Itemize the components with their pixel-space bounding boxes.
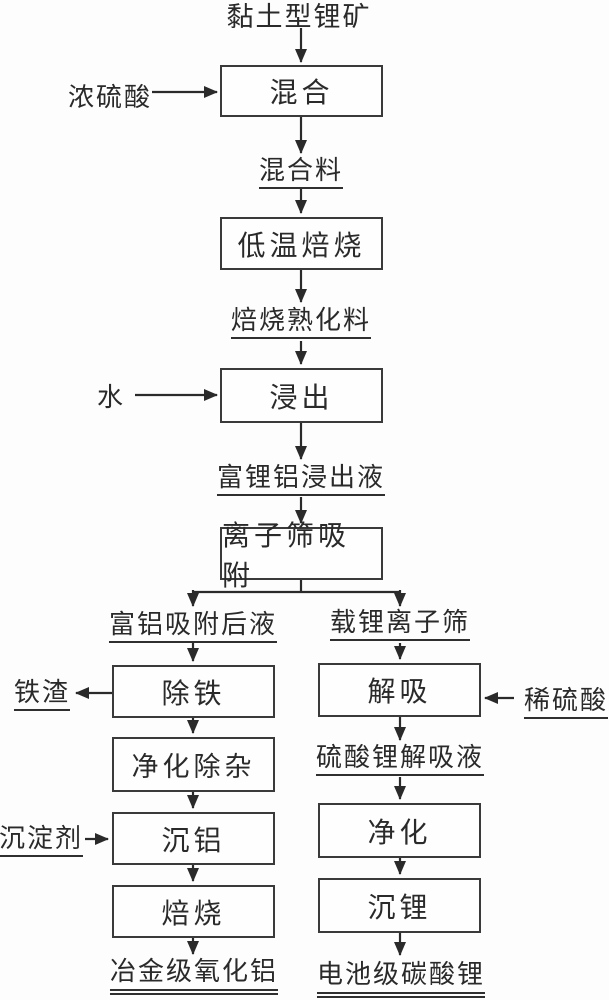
process-box-ion-sieve-adsorption: 离子筛吸附	[220, 521, 383, 592]
process-box-roasting: 焙烧	[112, 885, 275, 938]
process-box-low-temp-roasting: 低温焙烧	[220, 217, 383, 270]
stream-label-li-loaded-ion-sieve: 载锂离子筛	[329, 608, 471, 641]
process-box-al-precipitation: 沉铝	[112, 812, 275, 865]
stream-label-li-sulfate-desorption-liquid: 硫酸锂解吸液	[315, 743, 485, 776]
process-box-iron-removal: 除铁	[112, 665, 275, 718]
product-label-metallurgical-alumina: 冶金级氧化铝	[109, 957, 279, 995]
process-box-li-precipitation: 沉锂	[318, 878, 481, 933]
stream-label-mixed-material: 混合料	[258, 156, 344, 189]
source-material-label: 黏土型锂矿	[226, 2, 372, 32]
process-box-purification: 净化	[318, 803, 481, 858]
stream-label-li-al-rich-leachate: 富锂铝浸出液	[216, 463, 386, 496]
product-label-battery-grade-li-carbonate: 电池级碳酸锂	[316, 960, 486, 998]
stream-label-al-rich-after-liquid: 富铝吸附后液	[108, 610, 278, 643]
stream-label-roasted-cured-material: 焙烧熟化料	[230, 306, 372, 339]
process-box-mixing: 混合	[220, 65, 383, 117]
input-label-water: 水	[96, 383, 126, 412]
output-label-iron-slag: 铁渣	[13, 678, 71, 711]
process-box-purification-impurity-removal: 净化除杂	[112, 737, 275, 792]
input-label-dilute-sulfuric-acid: 稀硫酸	[523, 686, 609, 719]
input-label-conc-sulfuric-acid: 浓硫酸	[67, 83, 153, 112]
process-box-desorption: 解吸	[318, 663, 481, 717]
process-box-leaching: 浸出	[220, 368, 383, 423]
input-label-precipitant: 沉淀剂	[0, 824, 84, 857]
